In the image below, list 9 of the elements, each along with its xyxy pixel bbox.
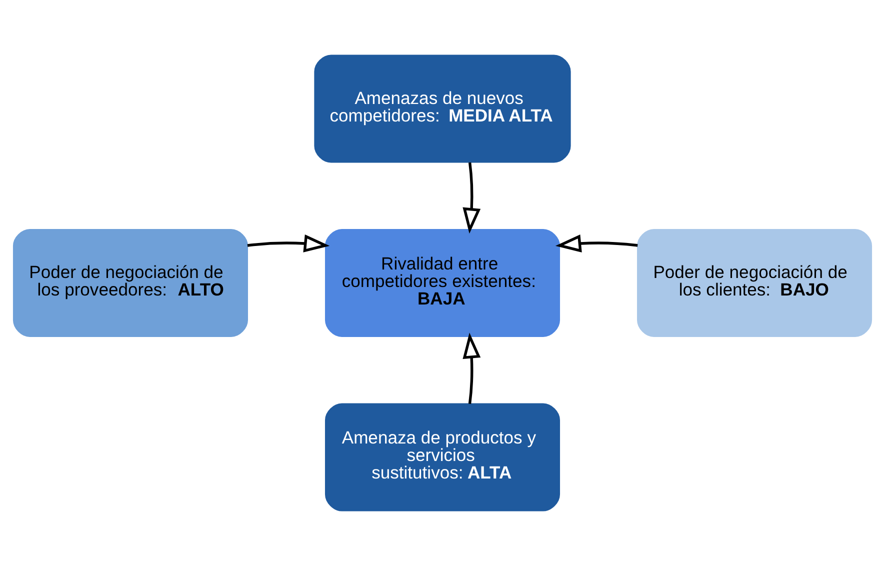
arrow	[462, 162, 481, 234]
node-box: Poder de negociación de los clientes: BAJO	[637, 228, 872, 337]
node-box: Amenazas de nuevos competidores: MEDIA ALTA	[314, 54, 571, 162]
node-box: Poder de negociación de los proveedores: ALTO	[12, 228, 248, 337]
node-box: Amenaza de productos y servicios sustitutivos:ALTA	[324, 402, 560, 511]
node-box: Rivalidad entre competidores existentes: BAJA	[324, 228, 560, 337]
arrow	[462, 332, 481, 404]
arrow	[247, 234, 330, 252]
arrow	[555, 234, 638, 252]
